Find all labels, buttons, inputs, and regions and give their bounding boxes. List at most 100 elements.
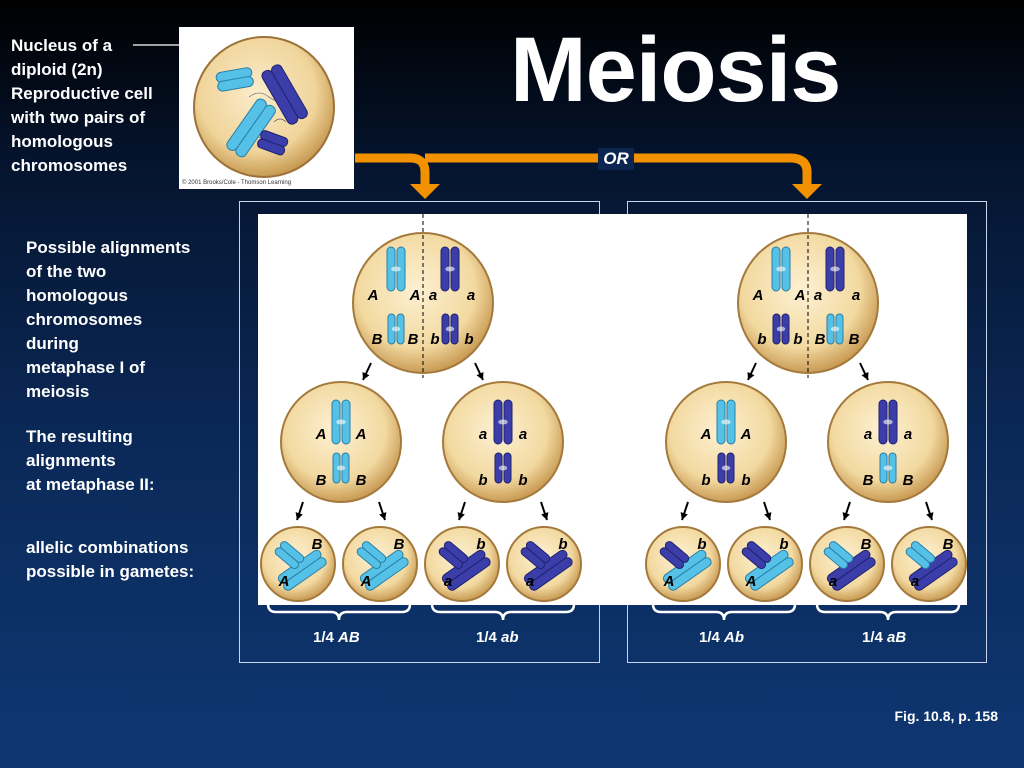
left-m1-allele-7: b <box>430 331 439 348</box>
left-gamete-2-long-chromatid-2 <box>365 557 409 591</box>
right-m2-allele-1-4: b <box>741 472 750 489</box>
fraction-ab-mixed-1: 1/4 Ab <box>699 629 745 646</box>
nucleus-chromosome-3 <box>226 98 276 158</box>
metaphase2-label: The resulting alignments at metaphase II… <box>26 427 155 494</box>
left-gamete-4-upper-allele: b <box>558 536 567 553</box>
nucleus-chromosome-4 <box>257 130 289 156</box>
right-gamete-3-short-chromatid-2 <box>823 547 849 570</box>
right-gamete-2-upper-allele: b <box>779 536 788 553</box>
right-m1-chromosome-top-left <box>771 246 791 292</box>
nucleus-label: Nucleus of a diploid (2n) Reproductive c… <box>11 36 153 175</box>
right-gamete-2-short-chromatid-2 <box>741 547 767 570</box>
left-arrow-m2-2-left-head <box>457 512 465 520</box>
left-metaphase2-cell-2 <box>442 381 564 503</box>
right-brace-2 <box>815 603 961 621</box>
left-gamete-2-lower-allele: A <box>360 573 372 590</box>
right-m1-chromosome-bottom-left-centromere <box>776 326 786 332</box>
left-m1-chromosome-bottom-left <box>387 313 405 345</box>
right-arrow-m2-1-left-head <box>680 512 688 520</box>
left-gamete-3-upper-allele: b <box>476 536 485 553</box>
right-gamete-1-short-chromosome <box>659 541 690 570</box>
nucleus-chromosome-2 <box>261 64 308 125</box>
left-m1-allele-6: B <box>408 331 419 348</box>
left-gamete-4-short-chromosome <box>520 541 551 570</box>
left-m2-chromosome-bottom-1-centromere <box>336 465 346 471</box>
left-gamete-3-short-chromatid-2 <box>438 547 464 570</box>
gametes-label: allelic combinations possible in gametes… <box>26 538 195 581</box>
right-arrow-m2-2-left-head <box>842 512 850 520</box>
left-gamete-4-lower-allele: a <box>526 573 534 590</box>
right-m2-chromosome-bottom-1 <box>717 452 735 484</box>
right-arrow-m1-left-head <box>747 372 755 380</box>
nucleus-chromosome-1 <box>215 67 254 92</box>
right-m2-chromosome-top-2 <box>878 399 898 445</box>
right-m2-chromosome-bottom-1-centromere <box>721 465 731 471</box>
left-gamete-1-long-chromatid-2 <box>283 557 327 591</box>
left-m1-chromosome-top-left <box>386 246 406 292</box>
right-m2-chromosome-top-2-centromere <box>883 419 893 425</box>
right-m1-allele-6: b <box>793 331 802 348</box>
right-gamete-2-long-chromatid-2 <box>750 557 794 591</box>
right-m1-allele-5: b <box>757 331 766 348</box>
right-gamete-4-lower-allele: a <box>911 573 919 590</box>
left-gamete-3-short-chromosome <box>438 541 469 570</box>
right-gamete-3-lower-allele: a <box>829 573 837 590</box>
nucleus-image: © 2001 Brooks/Cole - Thomson Learning <box>179 27 354 189</box>
right-m1-chromosome-bottom-right <box>826 313 844 345</box>
left-gamete-1-lower-allele: A <box>278 573 290 590</box>
right-m2-chromosome-top-1 <box>716 399 736 445</box>
right-arrow-m2-2-right-head <box>926 512 934 520</box>
right-m1-chromosome-top-right <box>825 246 845 292</box>
right-m1-allele-3: a <box>814 287 822 304</box>
right-metaphase2-cell-2 <box>827 381 949 503</box>
right-m1-allele-2: A <box>794 287 806 304</box>
left-m2-chromosome-top-1-centromere <box>336 419 346 425</box>
left-m2-chromosome-top-2-centromere <box>498 419 508 425</box>
fraction-ab-lower: 1/4 ab <box>476 629 519 646</box>
figure-reference: Fig. 10.8, p. 158 <box>894 708 999 724</box>
left-gamete-3-long-chromatid-2 <box>447 557 491 591</box>
right-m1-chromosome-bottom-right-centromere <box>830 326 840 332</box>
right-m1-allele-7: B <box>815 331 826 348</box>
right-arrow-m1-right-head <box>861 372 869 380</box>
right-gamete-3-short-chromosome <box>823 541 854 570</box>
left-m1-chromosome-bottom-left-centromere <box>391 326 401 332</box>
left-m1-allele-1: A <box>367 287 379 304</box>
left-gamete-1-short-chromosome <box>274 541 305 570</box>
right-gamete-4-long-chromatid-2 <box>914 557 958 591</box>
left-gamete-4-long-chromatid-2 <box>529 557 573 591</box>
left-gamete-3-lower-allele: a <box>444 573 452 590</box>
left-m2-allele-2-1: a <box>479 426 487 443</box>
left-m1-chromosome-top-right <box>440 246 460 292</box>
left-m1-allele-4: a <box>467 287 475 304</box>
left-arrow-m1-left-head <box>362 372 370 380</box>
left-m1-chromosome-bottom-right <box>441 313 459 345</box>
left-brace-2 <box>430 603 576 621</box>
right-gamete-2-lower-allele: A <box>745 573 757 590</box>
right-m2-allele-2-1: a <box>864 426 872 443</box>
slide-title: Meiosis <box>510 19 841 121</box>
right-m1-chromosome-top-left-centromere <box>776 266 786 272</box>
left-m2-chromosome-top-2 <box>493 399 513 445</box>
left-m2-allele-1-2: A <box>355 426 367 443</box>
left-m1-chromosome-top-right-centromere <box>445 266 455 272</box>
copyright: © 2001 Brooks/Cole - Thomson Learning <box>182 180 292 186</box>
right-m1-allele-4: a <box>852 287 860 304</box>
nucleus-illustration <box>193 36 335 178</box>
right-m2-chromosome-top-1-centromere <box>721 419 731 425</box>
left-m2-chromosome-bottom-2 <box>494 452 512 484</box>
right-m2-chromosome-bottom-2-centromere <box>883 465 893 471</box>
right-gamete-1-lower-allele: A <box>663 573 675 590</box>
or-label: OR <box>598 148 634 170</box>
right-m1-allele-1: A <box>752 287 764 304</box>
right-m1-chromosome-bottom-left <box>772 313 790 345</box>
left-m1-chromosome-bottom-right-centromere <box>445 326 455 332</box>
right-m2-allele-2-3: B <box>863 472 874 489</box>
right-gamete-4-upper-allele: B <box>943 536 954 553</box>
right-gamete-3-long-chromatid-2 <box>832 557 876 591</box>
left-arrow-m2-1-right-head <box>379 512 387 520</box>
left-gamete-2-short-chromatid-2 <box>356 547 382 570</box>
left-m2-chromosome-bottom-1 <box>332 452 350 484</box>
right-m2-chromosome-bottom-2 <box>879 452 897 484</box>
left-gamete-3-long-chromosome <box>441 549 491 591</box>
